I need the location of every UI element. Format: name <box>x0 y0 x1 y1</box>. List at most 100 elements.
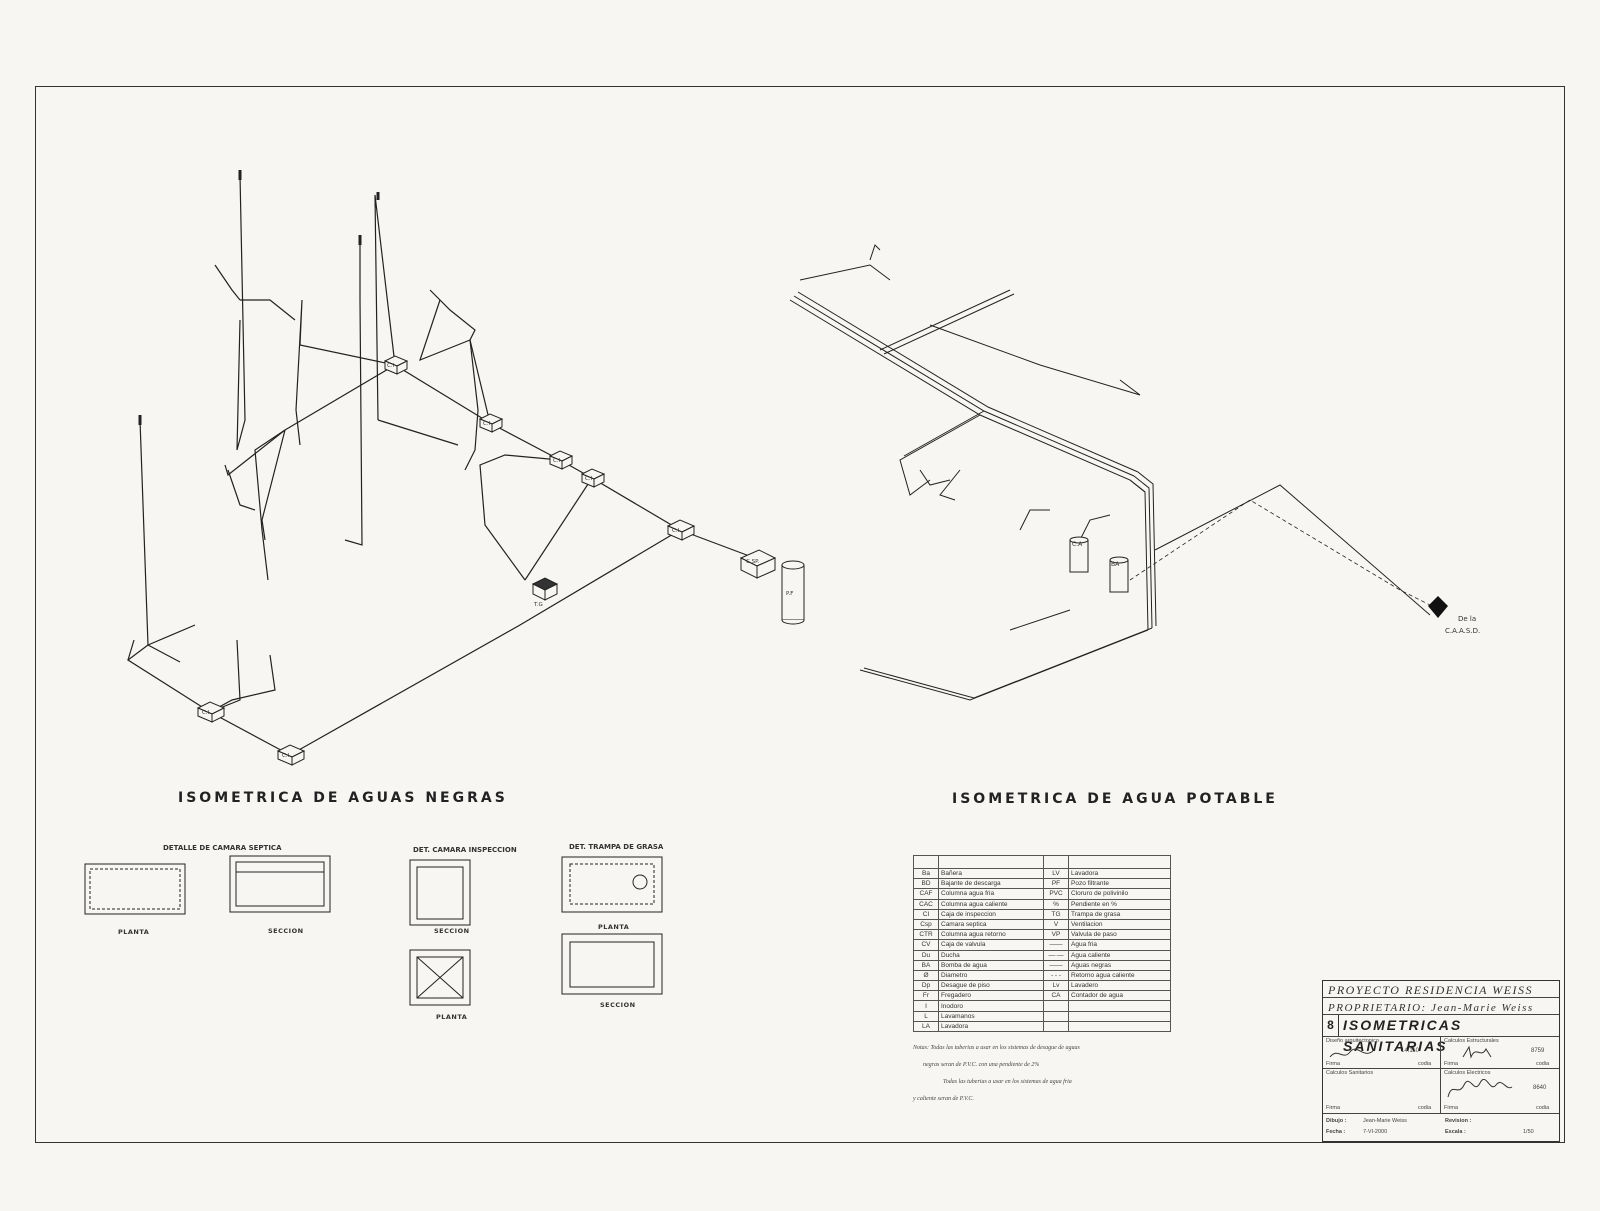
legend-cell-desc2: Aguas negras <box>1068 959 1171 971</box>
codia-number: 14.110 <box>1401 1048 1419 1054</box>
inspection-section-label: SECCION <box>434 927 470 935</box>
arch-label: Diseño arquitectonico <box>1326 1038 1379 1044</box>
potable-water-isometric: C.A BA De la C.A.A.S.D. <box>789 244 1480 701</box>
drawing-frame <box>35 86 1565 1143</box>
legend-cell-code: LA <box>913 1020 939 1033</box>
box-label: C.I <box>202 710 210 716</box>
fecha-label: Fecha : <box>1326 1129 1346 1135</box>
box-label: C.I <box>585 476 593 482</box>
notes: Notas: Todas las tuberias a usar en los … <box>913 1040 1193 1108</box>
owner-name: PROPRIETARIO: Jean-Marie Weiss <box>1328 1002 1534 1014</box>
dibujo-label: Dibujo : <box>1326 1118 1347 1124</box>
legend-cell-code2: —— <box>1043 939 1069 951</box>
codia-number: 8759 <box>1531 1048 1545 1054</box>
legend-cell-code: L <box>913 1010 939 1022</box>
legend-cell-code2: % <box>1043 898 1069 910</box>
signature-row-1: Diseño arquitectonico 14.110 Firma codia… <box>1323 1037 1559 1069</box>
potable-water-title: ISOMETRICA DE AGUA POTABLE <box>952 791 1278 807</box>
sheet-number: 8 <box>1323 1015 1339 1036</box>
notes-line: y caliente seran de P.V.C. <box>913 1096 974 1102</box>
legend-cell-code2: - - - <box>1043 969 1069 982</box>
escala-label: Escala : <box>1445 1129 1466 1135</box>
dibujo-value: Jean-Marie Weiss <box>1363 1118 1407 1124</box>
box-label: C.I <box>282 753 290 759</box>
legend-cell-desc2: Lavadora <box>1068 867 1171 880</box>
inspection-box <box>478 413 504 433</box>
inspection-plan-label: PLANTA <box>436 1013 468 1021</box>
legend-cell-desc: Columna agua retorno <box>938 929 1044 941</box>
grease-trap-plan-label: PLANTA <box>598 923 630 931</box>
legend-cell-desc2 <box>1068 1000 1171 1012</box>
legend-cell-desc: Fregadero <box>938 990 1044 1002</box>
legend-cell-code: CAC <box>913 898 939 910</box>
box-label: C.I <box>483 421 491 427</box>
fecha-value: 7-VI-2000 <box>1363 1129 1388 1135</box>
legend-cell-code: CV <box>913 939 939 951</box>
legend-cell-code: Ba <box>913 867 939 880</box>
project-name: PROYECTO RESIDENCIA WEISS <box>1328 983 1534 997</box>
pump-ba: BA <box>1109 556 1129 593</box>
inspection-detail-drawing <box>409 859 471 1006</box>
septic-label: C.SP. <box>746 559 760 565</box>
well-label: P.F <box>786 591 793 597</box>
legend-cell-desc2: Ventilacion <box>1068 918 1171 931</box>
grease-trap-detail-drawing <box>561 856 663 995</box>
legend-cell-desc: Ducha <box>938 949 1044 961</box>
legend-cell-desc2: Cloruro de polivinilo <box>1068 888 1171 900</box>
septic-detail-title: DETALLE DE CAMARA SEPTICA <box>163 844 282 852</box>
legend-cell-code: Dp <box>913 980 939 992</box>
grease-trap-detail-title: DET. TRAMPA DE GRASA <box>569 843 664 851</box>
supply-source-line1: De la <box>1458 615 1476 623</box>
legend-cell-desc: Columna agua caliente <box>938 898 1044 910</box>
legend-cell-desc2 <box>1068 1020 1171 1033</box>
legend-cell-desc2: Agua fria <box>1068 939 1171 951</box>
inspection-box <box>666 519 696 541</box>
codia-label: codia <box>1418 1061 1432 1067</box>
codia-label: codia <box>1418 1105 1432 1111</box>
water-tank-ca: C.A <box>1069 536 1089 573</box>
sheet-title-row: 8 ISOMETRICAS SANITARIAS <box>1323 1015 1559 1054</box>
signature-struct <box>1462 1045 1492 1059</box>
legend-cell-desc: Lavamanos <box>938 1010 1044 1022</box>
legend-cell-code: Csp <box>913 918 939 931</box>
sheet-title: ISOMETRICAS SANITARIAS <box>1343 1017 1463 1054</box>
box-label: C.I <box>553 458 561 464</box>
firma-label: Firma <box>1326 1105 1341 1111</box>
legend-cell-code2 <box>1043 1010 1069 1022</box>
inspection-box <box>196 701 226 723</box>
escala-value: 1/50 <box>1523 1129 1534 1135</box>
legend-cell-desc2: Contador de agua <box>1068 990 1171 1002</box>
legend-cell-desc: Bajante de descarga <box>938 878 1044 890</box>
legend-cell-code: Fr <box>913 990 939 1002</box>
owner-row: PROPRIETARIO: Jean-Marie Weiss <box>1323 998 1559 1015</box>
revision-label: Revision : <box>1445 1118 1472 1124</box>
svg-text:C.A: C.A <box>1072 541 1083 548</box>
legend-cell-code: I <box>913 1000 939 1012</box>
codia-label: codia <box>1536 1105 1550 1111</box>
black-water-title: ISOMETRICA DE AGUAS NEGRAS <box>178 790 508 806</box>
septic-section-label: SECCION <box>268 927 304 935</box>
legend-cell-code: BD <box>913 878 939 890</box>
inspection-box <box>383 355 409 375</box>
inspection-box <box>580 468 606 488</box>
box-label: C.I <box>387 363 395 369</box>
legend-cell-desc: Caja de valvula <box>938 939 1044 951</box>
legend-cell-desc2: Retorno agua caliente <box>1068 969 1171 982</box>
legend-cell-code2: PF <box>1043 878 1069 890</box>
legend-cell-code: Ø <box>913 969 939 982</box>
signature-arch <box>1329 1048 1374 1058</box>
legend-cell-desc2: Pendiente en % <box>1068 898 1171 910</box>
legend-cell-code: CI <box>913 908 939 920</box>
legend-cell-code2: —— <box>1043 959 1069 971</box>
